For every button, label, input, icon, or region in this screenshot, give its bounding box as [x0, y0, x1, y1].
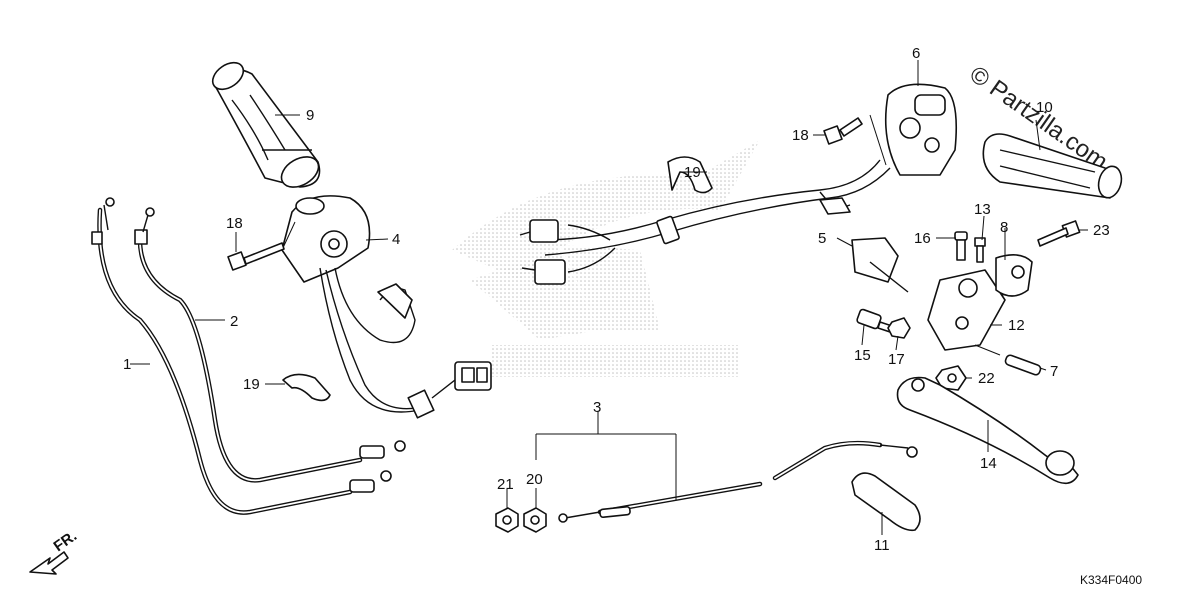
callout-11: 11: [874, 537, 890, 554]
pivot-bolt-7-part[interactable]: [974, 344, 1042, 376]
wire-clamp-19-left-part[interactable]: [282, 373, 331, 402]
leader-lines: [130, 60, 1088, 535]
nut-20-part[interactable]: [523, 507, 547, 533]
right-switch-housing-part[interactable]: [869, 83, 958, 176]
callout-2: 2: [230, 313, 238, 330]
callout-20: 20: [526, 471, 543, 488]
adjuster-15-part[interactable]: [856, 308, 893, 333]
callout-4: 4: [392, 231, 400, 248]
lever-holder-12-part[interactable]: [927, 269, 1026, 351]
clutch-cable-3-part[interactable]: [558, 440, 918, 523]
right-grip-part[interactable]: [982, 133, 1124, 200]
callout-1: 1: [123, 356, 131, 373]
nut-17-part[interactable]: [887, 317, 911, 339]
callout-7: 7: [1050, 363, 1058, 380]
nut-22-part[interactable]: [935, 365, 967, 391]
callout-13: 13: [974, 201, 991, 218]
right-switch-harness-part[interactable]: [519, 159, 891, 285]
left-switch-housing-part[interactable]: [281, 195, 492, 419]
callout-8: 8: [1000, 219, 1008, 236]
callout-9: 9: [306, 107, 314, 124]
bolt-13-part[interactable]: [974, 237, 986, 263]
callout-16: 16: [914, 230, 931, 247]
callout-18-left: 18: [226, 215, 243, 232]
lever-cover-5-part[interactable]: [851, 237, 909, 293]
callout-3: 3: [593, 399, 601, 416]
front-direction-arrow: FR.: [29, 527, 81, 575]
bolt-16-part[interactable]: [954, 231, 968, 261]
callout-10: 10: [1036, 99, 1053, 116]
throttle-cable-2-part[interactable]: [134, 207, 406, 483]
callout-numbers: 1 2 3 4 5 6 7 8 9 10 11 12 13 14 15 16 1…: [123, 45, 1110, 554]
bolt-23-part[interactable]: [1037, 220, 1081, 247]
callout-21: 21: [497, 476, 514, 493]
callout-5: 5: [818, 230, 826, 247]
callout-19-left: 19: [243, 376, 260, 393]
throttle-cable-1-part[interactable]: [91, 197, 392, 515]
cable-boot-11-part[interactable]: [851, 472, 921, 532]
nut-21-part[interactable]: [495, 507, 519, 533]
holder-clamp-8-part[interactable]: [995, 254, 1033, 297]
callout-6: 6: [912, 45, 920, 62]
front-marker-label: FR.: [51, 527, 81, 555]
bolt-18-right-part[interactable]: [823, 117, 863, 145]
callout-15: 15: [854, 347, 871, 364]
background-logo: [452, 140, 760, 377]
callout-14: 14: [980, 455, 997, 472]
callout-22: 22: [978, 370, 995, 387]
callout-18-right: 18: [792, 127, 809, 144]
callout-12: 12: [1008, 317, 1025, 334]
callout-17: 17: [888, 351, 905, 368]
callout-19-center: 19: [684, 164, 701, 181]
callout-23: 23: [1093, 222, 1110, 239]
left-grip-part[interactable]: [208, 57, 324, 193]
bolt-18-left-part[interactable]: [227, 242, 285, 271]
wire-clamp-19-center-part[interactable]: [667, 156, 713, 194]
diagram-code: K334F0400: [1080, 573, 1142, 587]
